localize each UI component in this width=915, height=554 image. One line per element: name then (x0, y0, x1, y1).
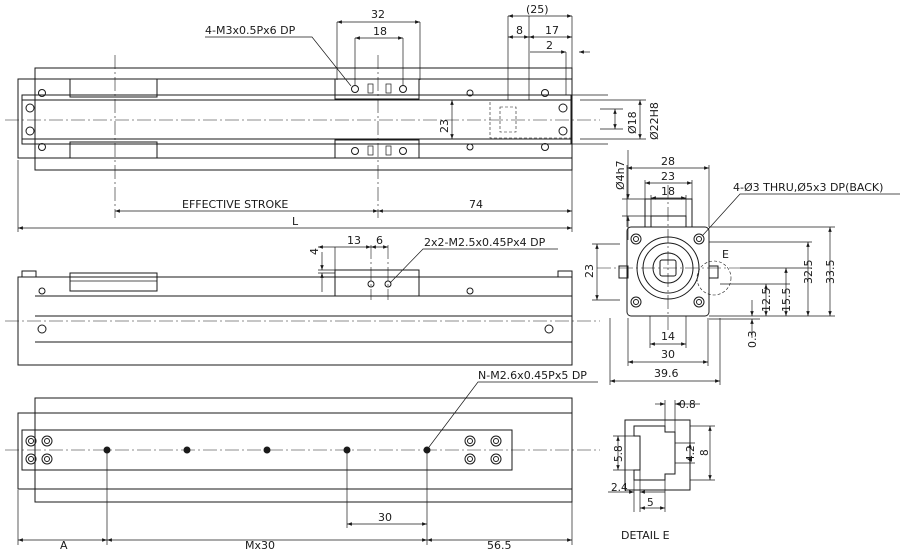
label-det-5-8: 5.8 (613, 445, 625, 462)
label-dim-74: 74 (469, 198, 483, 211)
top-base (17, 78, 573, 159)
label-dim-25: (25) (526, 3, 549, 16)
dimension-labels: 4-M3x0.5Px6 DP 32 18 (25) 8 17 2 23 Ø18 … (60, 3, 883, 552)
label-detail-mark: E (722, 248, 729, 261)
label-dim-L: L (292, 215, 299, 228)
label-tap-mid: 2x2-M2.5x0.45Px4 DP (424, 236, 546, 249)
label-det-2-4: 2.4 (611, 482, 628, 494)
end-view (592, 150, 900, 385)
label-dim-30: 30 (378, 511, 392, 524)
top-view (5, 14, 646, 232)
label-dim-56-5: 56.5 (487, 539, 512, 552)
label-end-39-6: 39.6 (654, 367, 679, 380)
label-tap-top: 4-M3x0.5Px6 DP (205, 24, 296, 37)
label-dim-17: 17 (545, 24, 559, 37)
label-dim-Mx30: Mx30 (245, 539, 275, 552)
label-detail-title: DETAIL E (621, 529, 670, 542)
label-det-5: 5 (647, 497, 654, 509)
label-det-8: 8 (699, 449, 711, 456)
label-end-12-5: 12.5 (760, 288, 773, 313)
label-dim-4: 4 (308, 248, 321, 255)
label-thru: 4-Ø3 THRU,Ø5x3 DP(BACK) (733, 181, 883, 194)
label-dim-23a: 23 (438, 119, 451, 133)
label-dim-2: 2 (546, 39, 553, 52)
label-dim-A: A (60, 539, 68, 552)
top-carriage (334, 78, 420, 100)
label-end-15-5: 15.5 (780, 288, 793, 313)
label-end-30: 30 (661, 348, 675, 361)
label-end-0-3: 0.3 (746, 331, 759, 349)
label-end-14: 14 (661, 330, 675, 343)
label-det-4-2: 4.2 (685, 445, 697, 462)
top-rail (21, 94, 572, 145)
side-view (5, 245, 600, 366)
label-dia-4: Ø4h7 (614, 160, 627, 190)
label-dim-6: 6 (376, 234, 383, 247)
label-end-18: 18 (661, 185, 675, 198)
label-end-32-5: 32.5 (802, 260, 815, 285)
label-dim-8: 8 (516, 24, 523, 37)
label-effective-stroke: EFFECTIVE STROKE (182, 198, 288, 211)
label-det-0-8: 0.8 (679, 399, 696, 411)
detail-e (608, 400, 715, 512)
label-dia-22: Ø22H8 (648, 102, 661, 140)
label-dim-13: 13 (347, 234, 361, 247)
label-tap-bot: N-M2.6x0.45Px5 DP (478, 369, 587, 382)
label-end-23: 23 (661, 170, 675, 183)
side-carriage (334, 269, 420, 297)
label-end-28: 28 (661, 155, 675, 168)
bottom-view (5, 381, 600, 545)
label-dia-18: Ø18 (626, 111, 639, 134)
label-end-33-5: 33.5 (824, 260, 837, 285)
label-end-23v: 23 (583, 264, 596, 278)
label-dim-32: 32 (371, 8, 385, 21)
label-dim-18: 18 (373, 25, 387, 38)
